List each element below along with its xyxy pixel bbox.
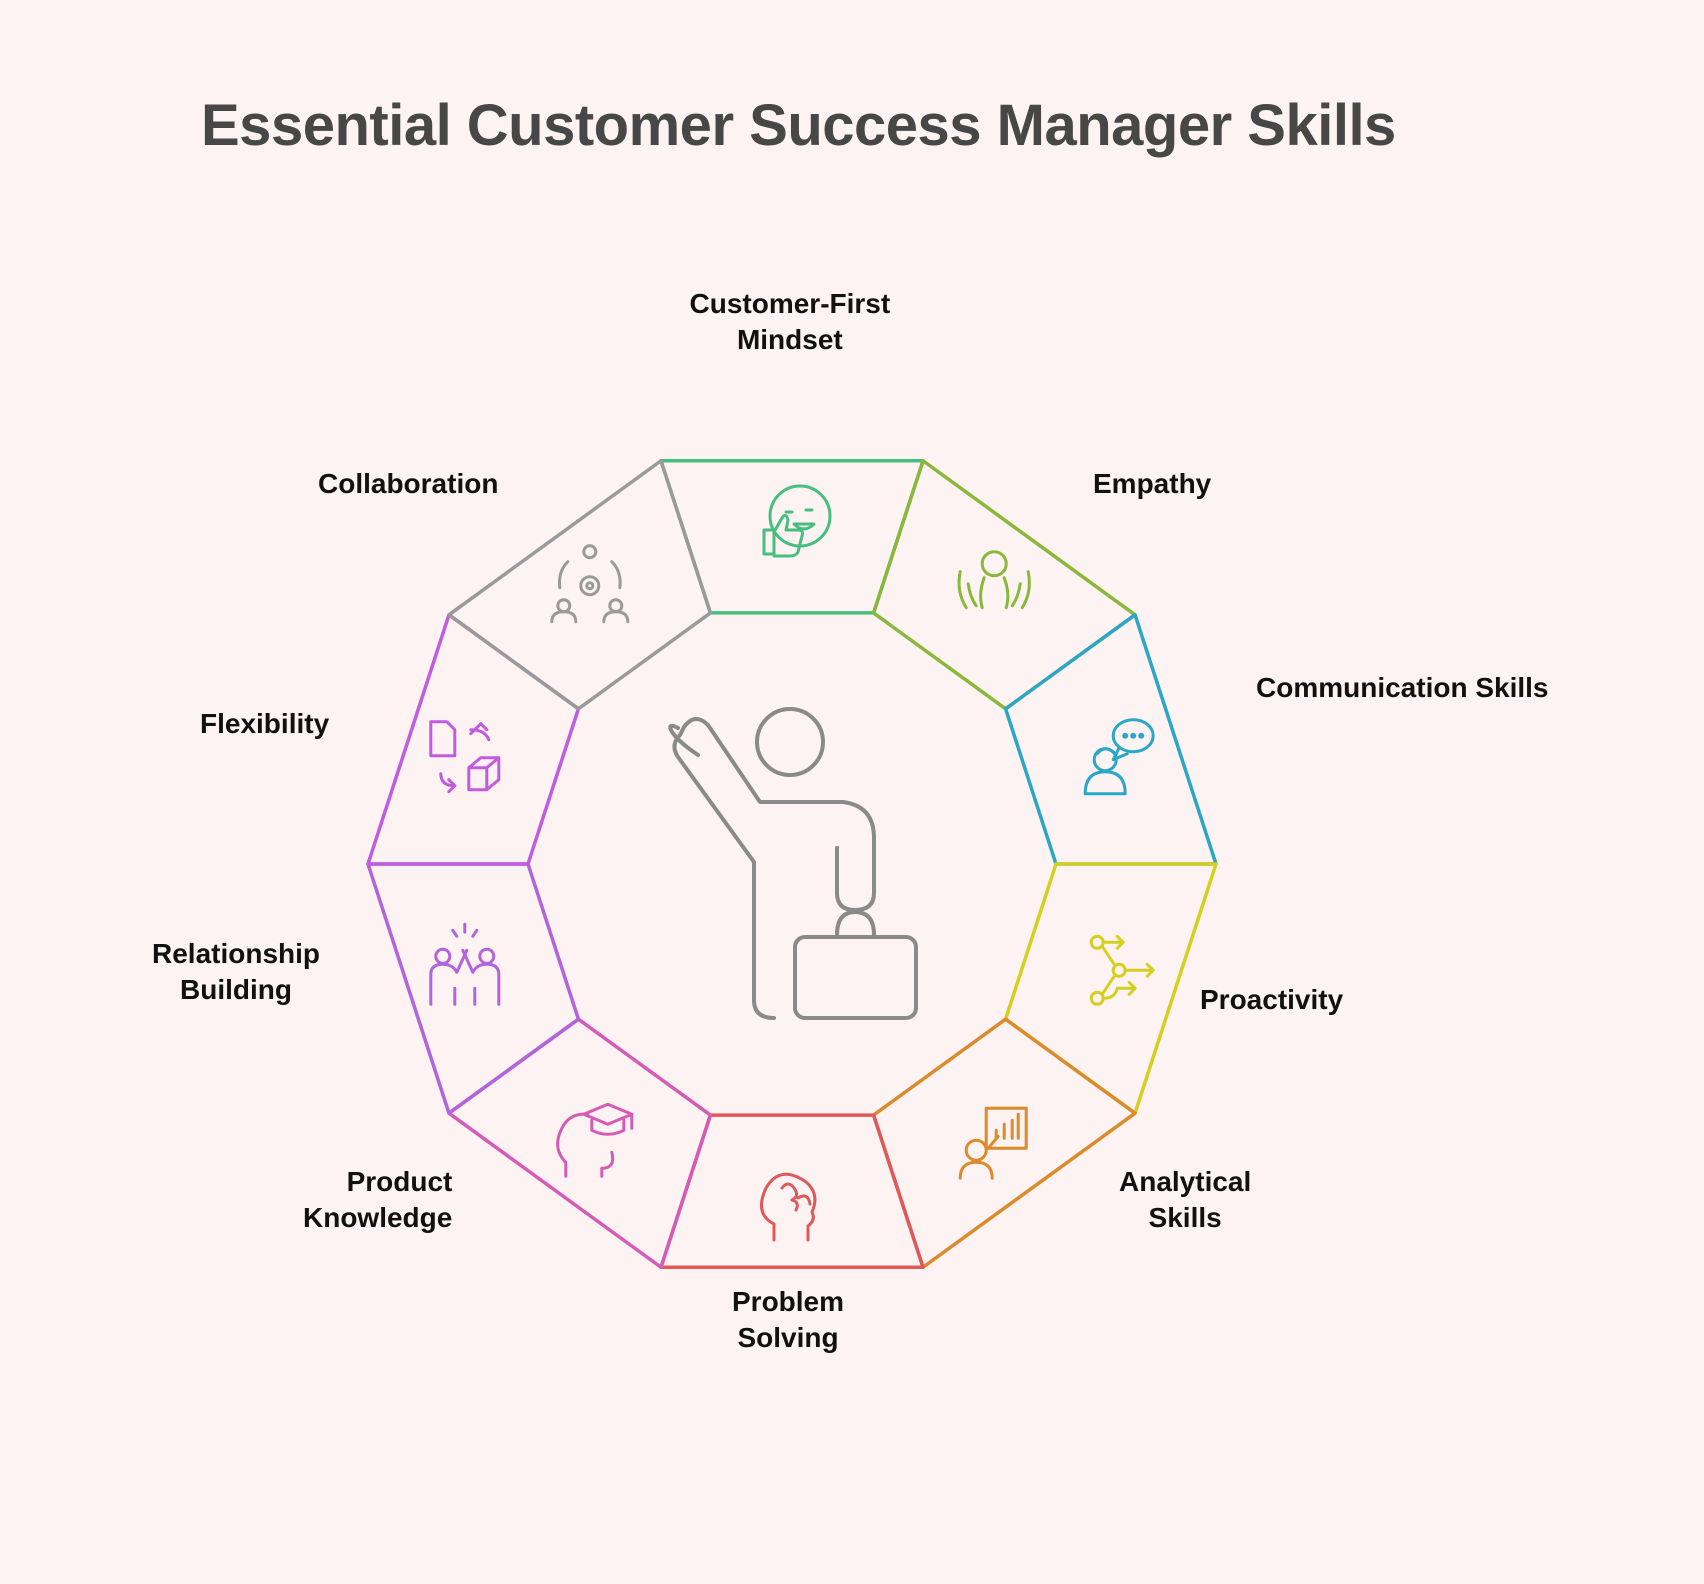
- presenter-chart-icon: [958, 1106, 1028, 1180]
- label-line: Customer-First: [689, 288, 891, 319]
- label-communication-skills: Communication Skills: [1256, 670, 1549, 706]
- smiley-thumbs-up-icon: [762, 484, 832, 558]
- segment-flexibility: [366, 613, 581, 866]
- label-line: Solving: [737, 1322, 839, 1353]
- high-five-icon: [429, 922, 501, 1006]
- label-proactivity: Proactivity: [1200, 982, 1343, 1018]
- presenter-with-briefcase-icon: [668, 707, 918, 1020]
- label-line: Mindset: [736, 324, 843, 355]
- label-line: Analytical: [1119, 1166, 1252, 1197]
- network-arrows-icon: [1089, 934, 1155, 1006]
- segment-collaboration: [447, 459, 713, 711]
- label-empathy: Empathy: [1093, 466, 1211, 502]
- label-line: Relationship: [152, 938, 321, 969]
- segment-relationship-building: [366, 862, 581, 1115]
- label-line: Proactivity: [1200, 984, 1344, 1015]
- label-line: Communication Skills: [1256, 672, 1549, 703]
- segment-proactivity: [1003, 862, 1218, 1115]
- segment-communication-skills: [1003, 613, 1218, 866]
- label-line: Problem: [732, 1286, 845, 1317]
- person-speech-bubble-icon: [1083, 718, 1155, 796]
- label-line: Collaboration: [318, 468, 499, 499]
- label-line: Knowledge: [303, 1202, 453, 1233]
- puzzle-head-icon: [760, 1172, 817, 1242]
- label-line: Flexibility: [200, 708, 330, 739]
- segment-product-knowledge: [447, 1017, 713, 1269]
- team-gear-icon: [550, 544, 630, 624]
- segment-analytical-skills: [871, 1017, 1137, 1269]
- label-line: Empathy: [1093, 468, 1212, 499]
- label-line: Product: [346, 1166, 453, 1197]
- label-line: Skills: [1148, 1202, 1222, 1233]
- label-collaboration: Collaboration: [318, 466, 498, 502]
- caring-hands-person-icon: [957, 550, 1031, 610]
- label-flexibility: Flexibility: [200, 706, 329, 742]
- segment-problem-solving: [659, 1113, 925, 1269]
- graduate-head-icon: [556, 1102, 634, 1178]
- document-cube-swap-icon: [429, 720, 501, 794]
- segment-customer-first-mindset: [659, 459, 925, 615]
- label-line: Building: [180, 974, 292, 1005]
- page-title: Essential Customer Success Manager Skill…: [201, 93, 1396, 158]
